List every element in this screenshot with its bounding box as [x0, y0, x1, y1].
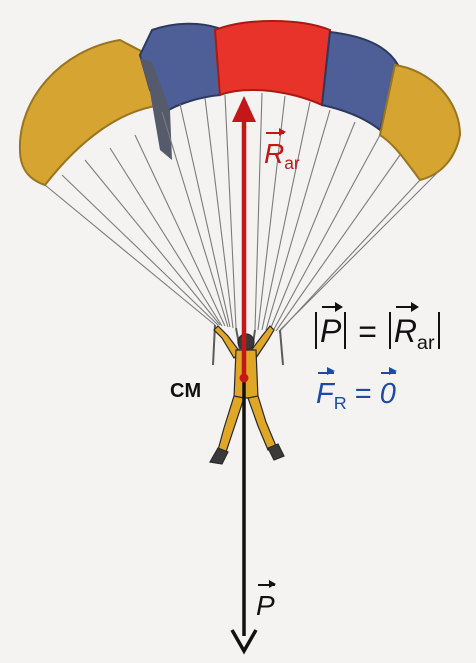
- skydiver-left-leg: [217, 395, 245, 453]
- skydiver-left-boot: [209, 447, 229, 465]
- air-resistance-symbol: R: [264, 127, 286, 169]
- weight-symbol: P: [256, 579, 276, 621]
- force-arrow-down-icon: [230, 629, 258, 655]
- canopy-center-red: [213, 20, 332, 107]
- canopy-left-yellow: [18, 38, 164, 187]
- canopy-left-dark-fold: [140, 58, 172, 160]
- canopy-right-yellow: [378, 63, 462, 182]
- abs-bar: [388, 312, 391, 349]
- air-resistance-subscript: ar: [284, 153, 300, 174]
- skydiver: [209, 325, 285, 465]
- eq-air-resistance-symbol: R: [393, 301, 419, 350]
- center-of-mass-label: CM: [170, 380, 202, 402]
- eq-weight-symbol: P: [320, 301, 344, 350]
- net-force-symbol: F: [316, 367, 335, 410]
- zero-vector-symbol: 0: [379, 367, 398, 410]
- center-of-mass-point: [239, 373, 249, 383]
- eq-equals-sign: =: [358, 313, 377, 350]
- abs-bar: [315, 312, 317, 349]
- eq-air-resistance-subscript: ar: [416, 332, 435, 355]
- net-force-equals-sign: =: [354, 378, 372, 410]
- magnitude-equation: P = Rar: [312, 301, 443, 354]
- skydiver-right-leg: [247, 395, 277, 451]
- skydiver-right-boot: [267, 443, 285, 461]
- net-force-subscript: R: [333, 393, 347, 414]
- abs-bar: [344, 312, 347, 349]
- air-resistance-label: Rar: [264, 127, 300, 174]
- abs-bar: [437, 312, 440, 349]
- weight-label: P: [256, 579, 276, 622]
- force-arrow-up-icon: [232, 96, 256, 122]
- net-force-equation: FR = 0: [316, 367, 398, 414]
- suspension-lines: [44, 92, 439, 333]
